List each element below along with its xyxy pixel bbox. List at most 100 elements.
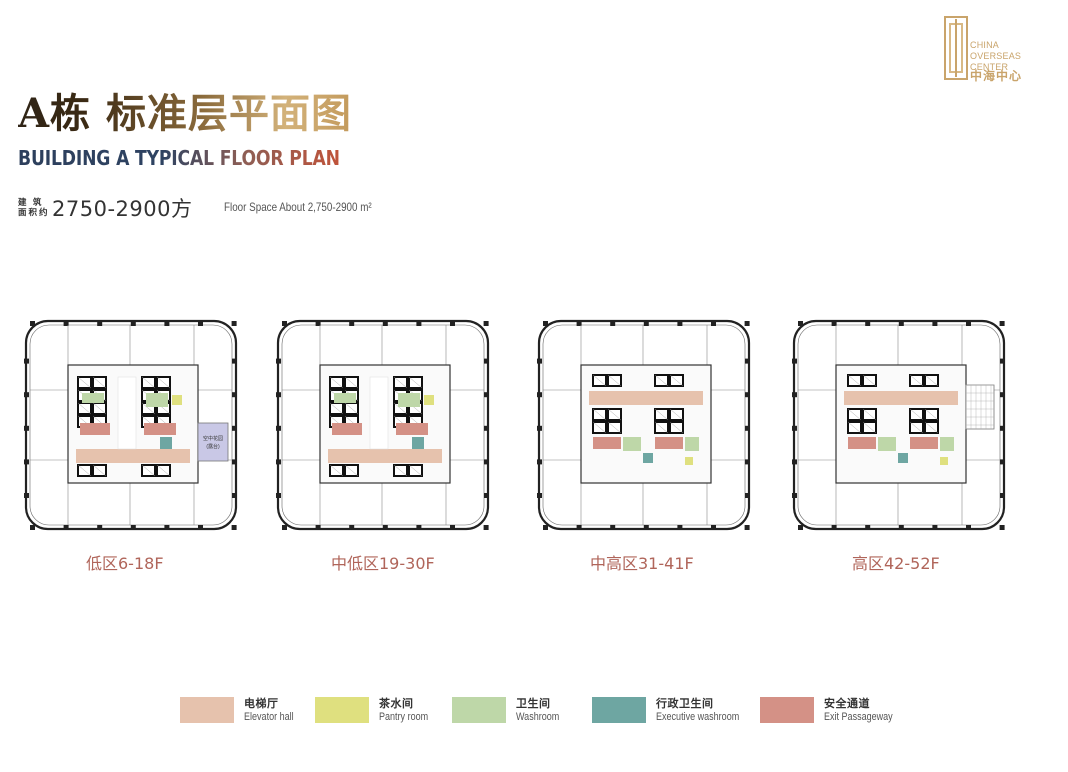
column	[537, 425, 542, 431]
shaft-cross	[847, 374, 862, 387]
column	[831, 321, 837, 326]
column	[1000, 425, 1005, 431]
column	[792, 459, 797, 465]
plan-label-midlow: 中低区19-30F	[331, 554, 435, 573]
shaft-cross	[847, 408, 862, 421]
column	[1000, 358, 1005, 364]
column	[232, 358, 237, 364]
column	[97, 321, 103, 326]
column	[24, 358, 29, 364]
column	[932, 321, 938, 326]
legend-swatch	[315, 697, 369, 723]
floor-plan-high	[788, 315, 1010, 535]
brand-name-chinese: 中海中心	[970, 69, 1023, 83]
column	[282, 525, 287, 530]
shaft-cross	[924, 408, 939, 421]
shaft-cross	[92, 402, 107, 415]
legend-label-cn: 卫生间	[516, 698, 551, 710]
column	[711, 321, 716, 326]
column	[744, 321, 750, 326]
column	[24, 493, 29, 498]
shaft-cross	[924, 421, 939, 434]
floor-plan-midhigh	[533, 315, 755, 535]
exit-passageway	[910, 437, 938, 449]
washroom-area	[82, 393, 104, 403]
brand-name-line2: OVERSEAS CENTER	[970, 51, 1022, 72]
corridor	[369, 376, 389, 450]
column	[792, 425, 797, 431]
column	[231, 321, 237, 326]
column	[610, 525, 616, 530]
column	[484, 392, 489, 398]
column	[30, 321, 35, 326]
shaft-cross	[607, 374, 622, 387]
washroom-area	[685, 437, 699, 451]
column	[537, 459, 542, 465]
area-english: Floor Space About 2,750-2900 m²	[224, 200, 372, 214]
column	[63, 321, 69, 326]
column	[315, 321, 321, 326]
washroom-area	[940, 437, 954, 451]
column	[276, 493, 281, 498]
shaft-cross	[156, 376, 171, 389]
brand-logo: CHINA OVERSEAS CENTER 中海中心	[944, 16, 1062, 83]
column	[865, 525, 871, 530]
area-label-line1: 建 筑	[18, 197, 44, 207]
column	[198, 321, 203, 326]
shaft-cross	[862, 374, 877, 387]
shaft-cross	[607, 421, 622, 434]
shaft-cross	[393, 376, 408, 389]
sky-garden-label: 空中花园	[203, 435, 223, 442]
exit-passageway	[332, 423, 362, 435]
shaft-cross	[329, 376, 344, 389]
column	[484, 493, 489, 498]
shaft-cross	[862, 408, 877, 421]
column	[232, 425, 237, 431]
exit-passageway	[655, 437, 683, 449]
executive-washroom	[160, 437, 172, 449]
column	[232, 459, 237, 465]
exit-passageway	[80, 423, 110, 435]
column	[898, 525, 904, 530]
legend-swatch	[180, 697, 234, 723]
exit-passageway	[848, 437, 876, 449]
legend-label-en: Executive washroom	[656, 711, 740, 723]
column	[30, 525, 35, 530]
legend-label-cn: 电梯厅	[244, 698, 279, 710]
area-value: 2750-2900方	[52, 197, 193, 221]
column	[610, 321, 616, 326]
elevator-hall	[844, 391, 958, 405]
shaft-cross	[92, 464, 107, 477]
exit-passageway	[144, 423, 176, 435]
column	[745, 493, 750, 498]
column	[1000, 459, 1005, 465]
shaft-cross	[862, 421, 877, 434]
exit-passageway	[396, 423, 428, 435]
column	[677, 525, 683, 530]
plan-label-high: 高区42-52F	[852, 554, 940, 573]
column	[450, 525, 455, 530]
column	[537, 392, 542, 398]
column	[537, 493, 542, 498]
page-title-english: BUILDING A TYPICAL FLOOR PLAN	[18, 146, 340, 170]
column	[484, 425, 489, 431]
shaft-cross	[654, 421, 669, 434]
column	[898, 321, 904, 326]
column	[792, 358, 797, 364]
shaft-cross	[408, 376, 423, 389]
column	[484, 459, 489, 465]
column	[677, 321, 683, 326]
column	[543, 525, 548, 530]
legend-label-cn: 茶水间	[379, 698, 414, 710]
column	[483, 525, 489, 530]
pantry-area	[685, 457, 693, 465]
shaft-cross	[156, 464, 171, 477]
elevator-hall	[76, 449, 190, 463]
pantry-area	[172, 395, 182, 405]
washroom-area	[878, 437, 896, 451]
shaft-cross	[592, 421, 607, 434]
column	[792, 493, 797, 498]
column	[745, 425, 750, 431]
shaft-cross	[393, 464, 408, 477]
column	[382, 321, 388, 326]
